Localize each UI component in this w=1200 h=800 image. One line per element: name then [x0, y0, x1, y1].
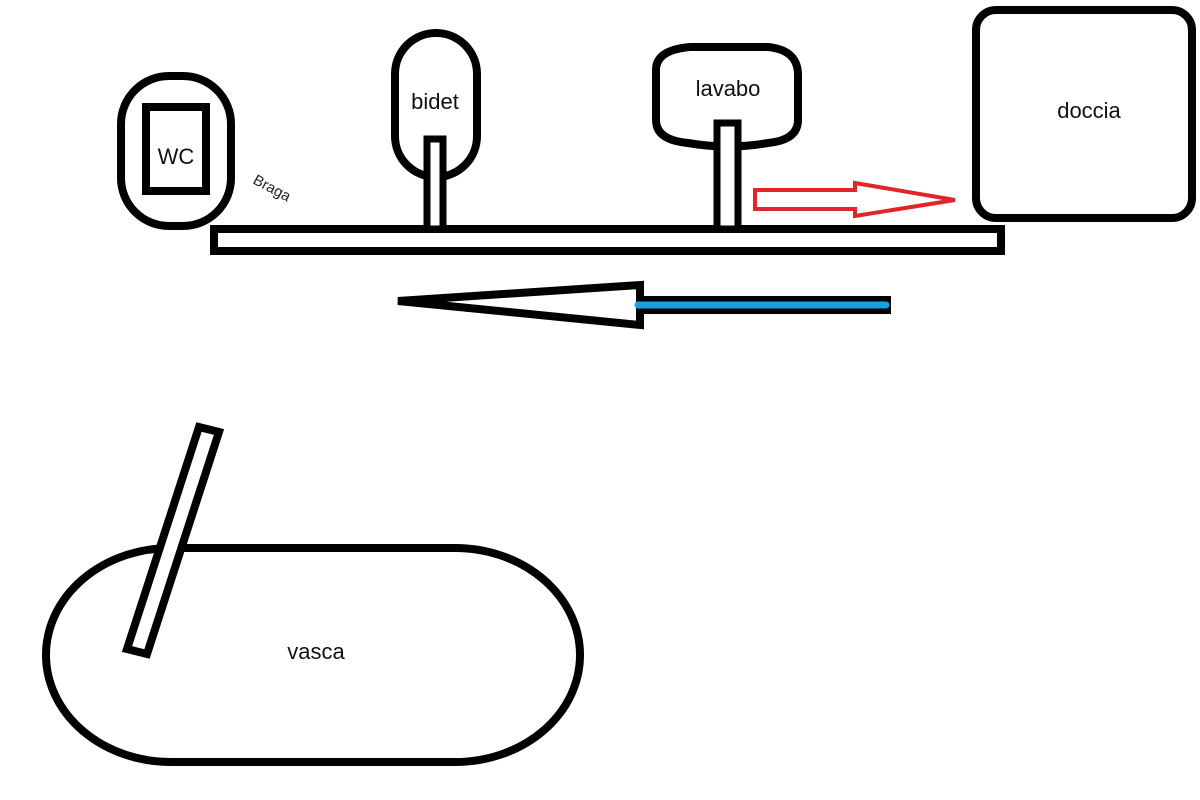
doccia-label: doccia [1057, 98, 1121, 123]
braga-label: Braga [250, 172, 294, 206]
doccia-fixture: doccia [972, 6, 1196, 222]
bidet-fixture: bidet [391, 29, 481, 233]
wc-label: WC [158, 144, 195, 169]
lavabo-drain-pipe [713, 119, 742, 233]
vasca-label: vasca [287, 639, 345, 664]
flow-arrow-out [753, 180, 956, 219]
flow-arrow-in-head [397, 280, 644, 330]
bidet-label: bidet [411, 89, 459, 114]
vasca-fixture: vasca [42, 422, 584, 766]
vasca-drain-pipe [121, 422, 225, 659]
wc-inner-seat [142, 103, 210, 195]
vasca-tub [42, 544, 584, 766]
main-drain-pipe [210, 225, 1005, 255]
doccia-tray [972, 6, 1196, 222]
bidet-drain-pipe [423, 135, 447, 233]
lavabo-fixture: lavabo [652, 43, 802, 233]
wc-fixture: WC [117, 72, 235, 230]
lavabo-label: lavabo [696, 76, 761, 101]
flow-arrow-in [397, 280, 891, 330]
